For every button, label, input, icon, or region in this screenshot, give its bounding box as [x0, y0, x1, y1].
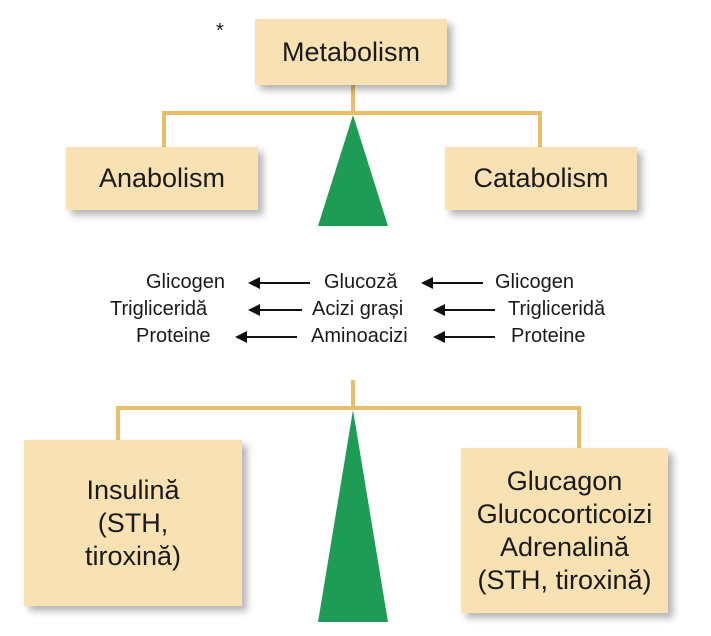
- catabolic-hormone-line-4: (STH, tiroxină): [477, 564, 652, 595]
- catabolic-hormone-line-3: Adrenalină: [499, 531, 630, 562]
- top-horizontal-line: [162, 111, 542, 115]
- catabolic-hormone-line-2: Glucocorticoizi: [476, 498, 653, 529]
- metabolism-box: Metabolism: [255, 19, 447, 85]
- bottom-horizontal-line: [116, 406, 581, 410]
- anabolic-hormones-box: Insulină (STH, tiroxină): [24, 440, 242, 606]
- catabolic-hormone-line-1: Glucagon: [506, 465, 623, 496]
- row1-left-arrow: [248, 277, 310, 289]
- row3-right-text: Proteine: [511, 325, 586, 347]
- anabolic-hormone-line-1: Insulină: [86, 474, 180, 505]
- anabolism-box: Anabolism: [66, 147, 258, 210]
- catabolism-box: Catabolism: [445, 147, 637, 210]
- row2-left-text: Trigliceridă: [110, 298, 208, 320]
- row1-right-text: Glicogen: [495, 271, 574, 293]
- row3-middle-text: Aminoacizi: [311, 325, 408, 347]
- row3-right-arrow: [433, 331, 495, 343]
- row2-right-arrow: [433, 304, 495, 316]
- anabolic-hormone-line-3: tiroxină): [84, 540, 182, 571]
- top-right-drop-line: [538, 111, 542, 151]
- bottom-right-drop-line: [577, 406, 581, 450]
- bottom-fulcrum-triangle: [318, 410, 388, 622]
- bottom-stem-line: [351, 380, 355, 410]
- row3-left-text: Proteine: [136, 325, 211, 347]
- row3-left-arrow: [235, 331, 297, 343]
- top-fulcrum-triangle: [318, 115, 388, 226]
- row1-middle-text: Glucoză: [324, 271, 398, 293]
- asterisk-marker: *: [216, 20, 224, 42]
- metabolism-label: Metabolism: [281, 36, 421, 67]
- anabolism-label: Anabolism: [98, 163, 226, 193]
- top-left-drop-line: [162, 111, 166, 151]
- row2-left-arrow: [248, 304, 302, 316]
- bottom-left-drop-line: [116, 406, 120, 444]
- catabolism-label: Catabolism: [473, 163, 609, 193]
- row1-left-text: Glicogen: [146, 271, 225, 293]
- catabolic-hormones-box: Glucagon Glucocorticoizi Adrenalină (STH…: [461, 448, 668, 613]
- row1-right-arrow: [421, 277, 483, 289]
- anabolic-hormone-line-2: (STH,: [97, 507, 169, 538]
- top-stem-line: [351, 85, 355, 115]
- row2-middle-text: Acizi grași: [312, 298, 404, 320]
- row2-right-text: Trigliceridă: [508, 298, 606, 320]
